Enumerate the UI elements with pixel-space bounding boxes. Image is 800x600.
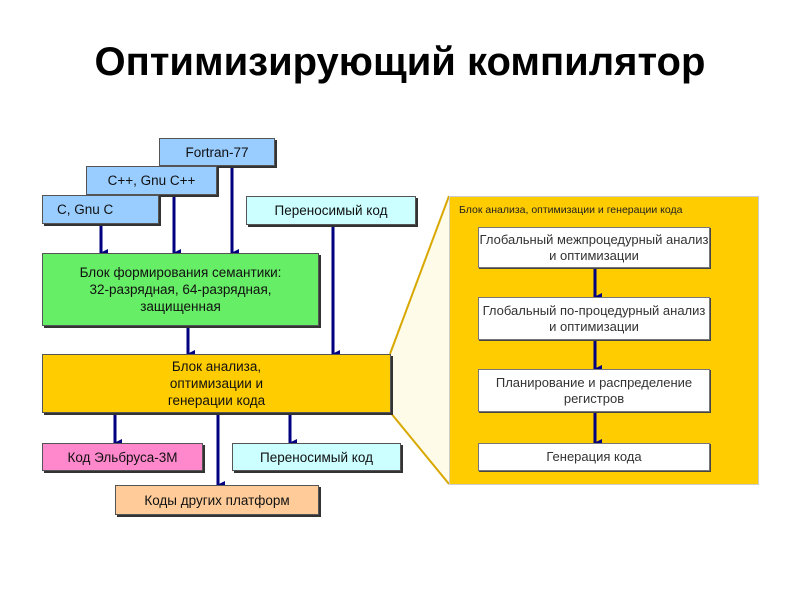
fortran-box: Fortran-77	[159, 138, 275, 166]
elbrus-output-box: Код Эльбруса-3М	[42, 443, 203, 471]
portable-output-box: Переносимый код	[232, 443, 401, 471]
c-box: C, Gnu C	[42, 195, 159, 224]
step-interprocedural: Глобальный межпроцедурный анализ и оптим…	[478, 227, 710, 268]
other-platforms-box: Коды других платформ	[115, 485, 319, 515]
semantics-block: Блок формирования семантики: 32-разрядна…	[42, 253, 319, 326]
zoom-line-bottom	[389, 411, 450, 485]
step-code-generation: Генерация кода	[478, 443, 710, 471]
step-register-allocation: Планирование и распределение регистров	[478, 369, 710, 412]
detail-panel-label: Блок анализа, оптимизации и генерации ко…	[459, 204, 683, 216]
zoom-line-top	[389, 195, 450, 355]
analysis-block: Блок анализа, оптимизации и генерации ко…	[42, 354, 391, 413]
cpp-box: C++, Gnu C++	[86, 166, 217, 195]
page-title: Оптимизирующий компилятор	[94, 40, 706, 84]
step-per-procedure: Глобальный по-процедурный анализ и оптим…	[478, 297, 710, 340]
portable-input-box: Переносимый код	[246, 196, 416, 225]
zoom-callout	[390, 196, 449, 484]
